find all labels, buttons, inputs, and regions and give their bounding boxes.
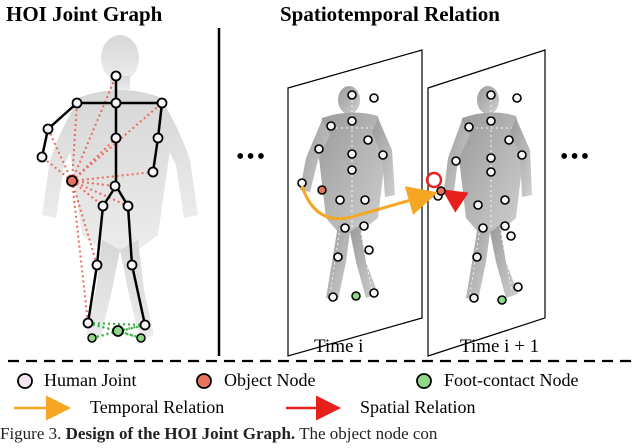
legend-object-node-icon <box>196 373 212 389</box>
temporal-relation-arrow <box>300 185 438 221</box>
foot-contact-node-left-3 <box>136 333 146 343</box>
caption-bold: Design of the HOI Joint Graph. <box>65 424 296 443</box>
legend-object-node-label: Object Node <box>224 370 316 390</box>
ellipsis-right: ••• <box>560 144 592 170</box>
legend-spatial-label: Spatial Relation <box>360 397 476 417</box>
object-node-left <box>66 175 78 187</box>
legend-foot-contact-icon <box>416 373 432 389</box>
legend-human-joint-icon <box>17 373 33 389</box>
frame-time-i <box>287 49 423 357</box>
legend-human-joint-label: Human Joint <box>44 370 137 390</box>
foot-contact-node-left <box>112 325 124 337</box>
caption-prefix: Figure 3. <box>0 424 66 443</box>
caption-rest: The object node con <box>295 424 438 443</box>
foot-contact-node-left-2 <box>87 333 97 343</box>
ellipsis-left: ••• <box>236 144 268 170</box>
legend-temporal-label: Temporal Relation <box>90 397 225 417</box>
human-joints-left <box>36 70 168 331</box>
time-label-i-plus-1: Time i + 1 <box>460 336 540 357</box>
time-label-i: Time i <box>314 336 364 357</box>
frame-time-i-plus-1 <box>425 49 546 357</box>
figure-caption: Figure 3. Design of the HOI Joint Graph.… <box>0 424 640 444</box>
left-panel-title: HOI Joint Graph <box>6 2 163 26</box>
object-relation-edges <box>41 75 163 324</box>
legend-foot-contact-label: Foot-contact Node <box>444 370 579 390</box>
right-panel-title: Spatiotemporal Relation <box>280 2 500 26</box>
